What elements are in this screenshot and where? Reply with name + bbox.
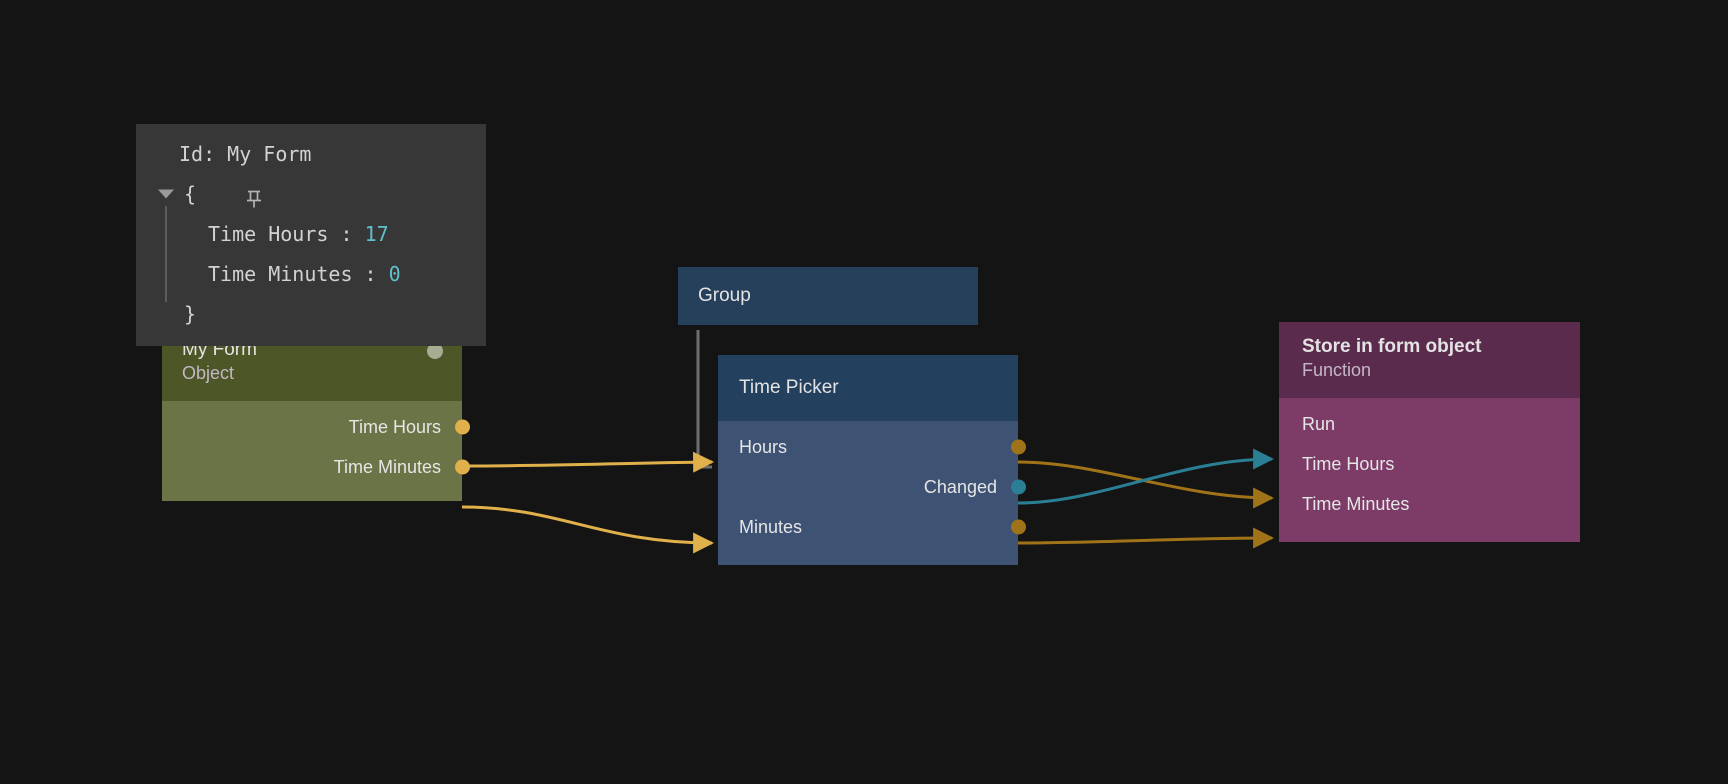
node-store-header[interactable]: Store in form object Function (1279, 322, 1580, 398)
input-port-label: Run (1302, 413, 1336, 434)
output-port-label: Changed (923, 476, 997, 497)
wire-timeminutes-to-minutes (461, 505, 715, 554)
node-time-picker-header[interactable]: Time Picker (718, 355, 1018, 421)
inspector-title: Id: My Form (179, 142, 312, 166)
input-port-label: Minutes (739, 516, 803, 537)
tree-guide-line (165, 206, 167, 262)
output-port-label: Time Hours (348, 416, 441, 437)
output-port-dot[interactable] (454, 419, 470, 435)
inspector-close-brace-row: } (136, 274, 486, 334)
node-time-picker-body: Hours Changed Minutes (718, 421, 1026, 565)
inspector-object-toggle-row[interactable]: { (136, 174, 486, 214)
input-port-label: Hours (739, 436, 788, 457)
input-port-row-minutes[interactable]: Minutes (718, 507, 1026, 547)
inspector-open-brace: { (184, 182, 197, 206)
wire-group-to-time-picker (696, 330, 712, 469)
inspector-entry-space (377, 254, 389, 294)
node-time-picker-title: Time Picker (739, 377, 839, 398)
inspector-title-row: Id: My Form (136, 134, 486, 208)
input-port-row-time-hours[interactable]: Time Hours (1279, 444, 1580, 484)
output-port-dot[interactable] (454, 459, 470, 475)
inspector-entry-colon: : (340, 222, 353, 246)
inspector-entry-colon: : (364, 262, 377, 286)
node-group-title: Group (698, 285, 751, 306)
input-port-row-time-minutes[interactable]: Time Minutes (1279, 484, 1580, 524)
input-port-label: Time Minutes (1302, 493, 1410, 514)
input-port-row-run[interactable]: Run (1279, 404, 1580, 444)
inspector-entry-key: Time Minutes (208, 262, 353, 286)
node-store-subtitle: Function (1302, 360, 1372, 380)
inspector-close-brace: } (184, 302, 197, 326)
inspector-entry-space (353, 214, 365, 254)
inspector-entry-value: 0 (388, 262, 401, 286)
inspector-entry-row: Time Minutes : 0 (136, 246, 486, 302)
inspector-entry-row: Time Hours : 17 (136, 206, 486, 262)
tree-guide-line (165, 274, 167, 300)
output-port-label: Time Minutes (333, 456, 441, 477)
output-port-dot-minutes[interactable] (1010, 519, 1026, 535)
input-port-row-hours[interactable]: Hours (718, 427, 1026, 467)
wire-hoursout-to-storetimehours (1017, 460, 1275, 509)
node-store-title: Store in form object (1302, 336, 1482, 357)
inspector-popup[interactable]: Id: My Form { Time Hours : 17 Time Minut… (136, 124, 486, 346)
node-time-picker[interactable]: Time Picker Hours Changed Minutes (718, 355, 1026, 565)
node-my-form-body: Time Hours Time Minutes (162, 401, 470, 501)
pin-icon[interactable] (147, 143, 262, 208)
inspector-entry-value: 17 (364, 222, 389, 246)
chevron-down-icon[interactable] (158, 189, 174, 199)
node-group-header[interactable]: Group (678, 267, 978, 325)
node-store-body: Run Time Hours Time Minutes (1279, 398, 1580, 542)
output-port-row-time-minutes[interactable]: Time Minutes (162, 447, 470, 487)
node-my-form-subtitle: Object (182, 363, 235, 383)
node-group[interactable]: Group (678, 267, 978, 325)
node-store-in-form-object[interactable]: Store in form object Function Run Time H… (1279, 322, 1580, 542)
input-port-label: Time Hours (1302, 453, 1395, 474)
output-port-dot-changed[interactable] (1010, 479, 1026, 495)
output-port-dot-hours[interactable] (1010, 439, 1026, 455)
inspector-entry-key: Time Hours (208, 222, 329, 246)
wire-changed-to-run (1017, 448, 1275, 505)
node-my-form[interactable]: My Form Object Time Hours Time Minutes (162, 326, 470, 501)
inspector-entry-separator (353, 254, 365, 294)
inspector-entry-separator (328, 214, 340, 254)
wire-timehours-to-hours (461, 451, 715, 473)
status-dot-icon[interactable] (427, 343, 443, 359)
output-port-row-time-hours[interactable]: Time Hours (162, 407, 470, 447)
wire-minutesout-to-storetimeminutes (1017, 527, 1275, 549)
output-port-row-changed[interactable]: Changed (718, 467, 1026, 507)
